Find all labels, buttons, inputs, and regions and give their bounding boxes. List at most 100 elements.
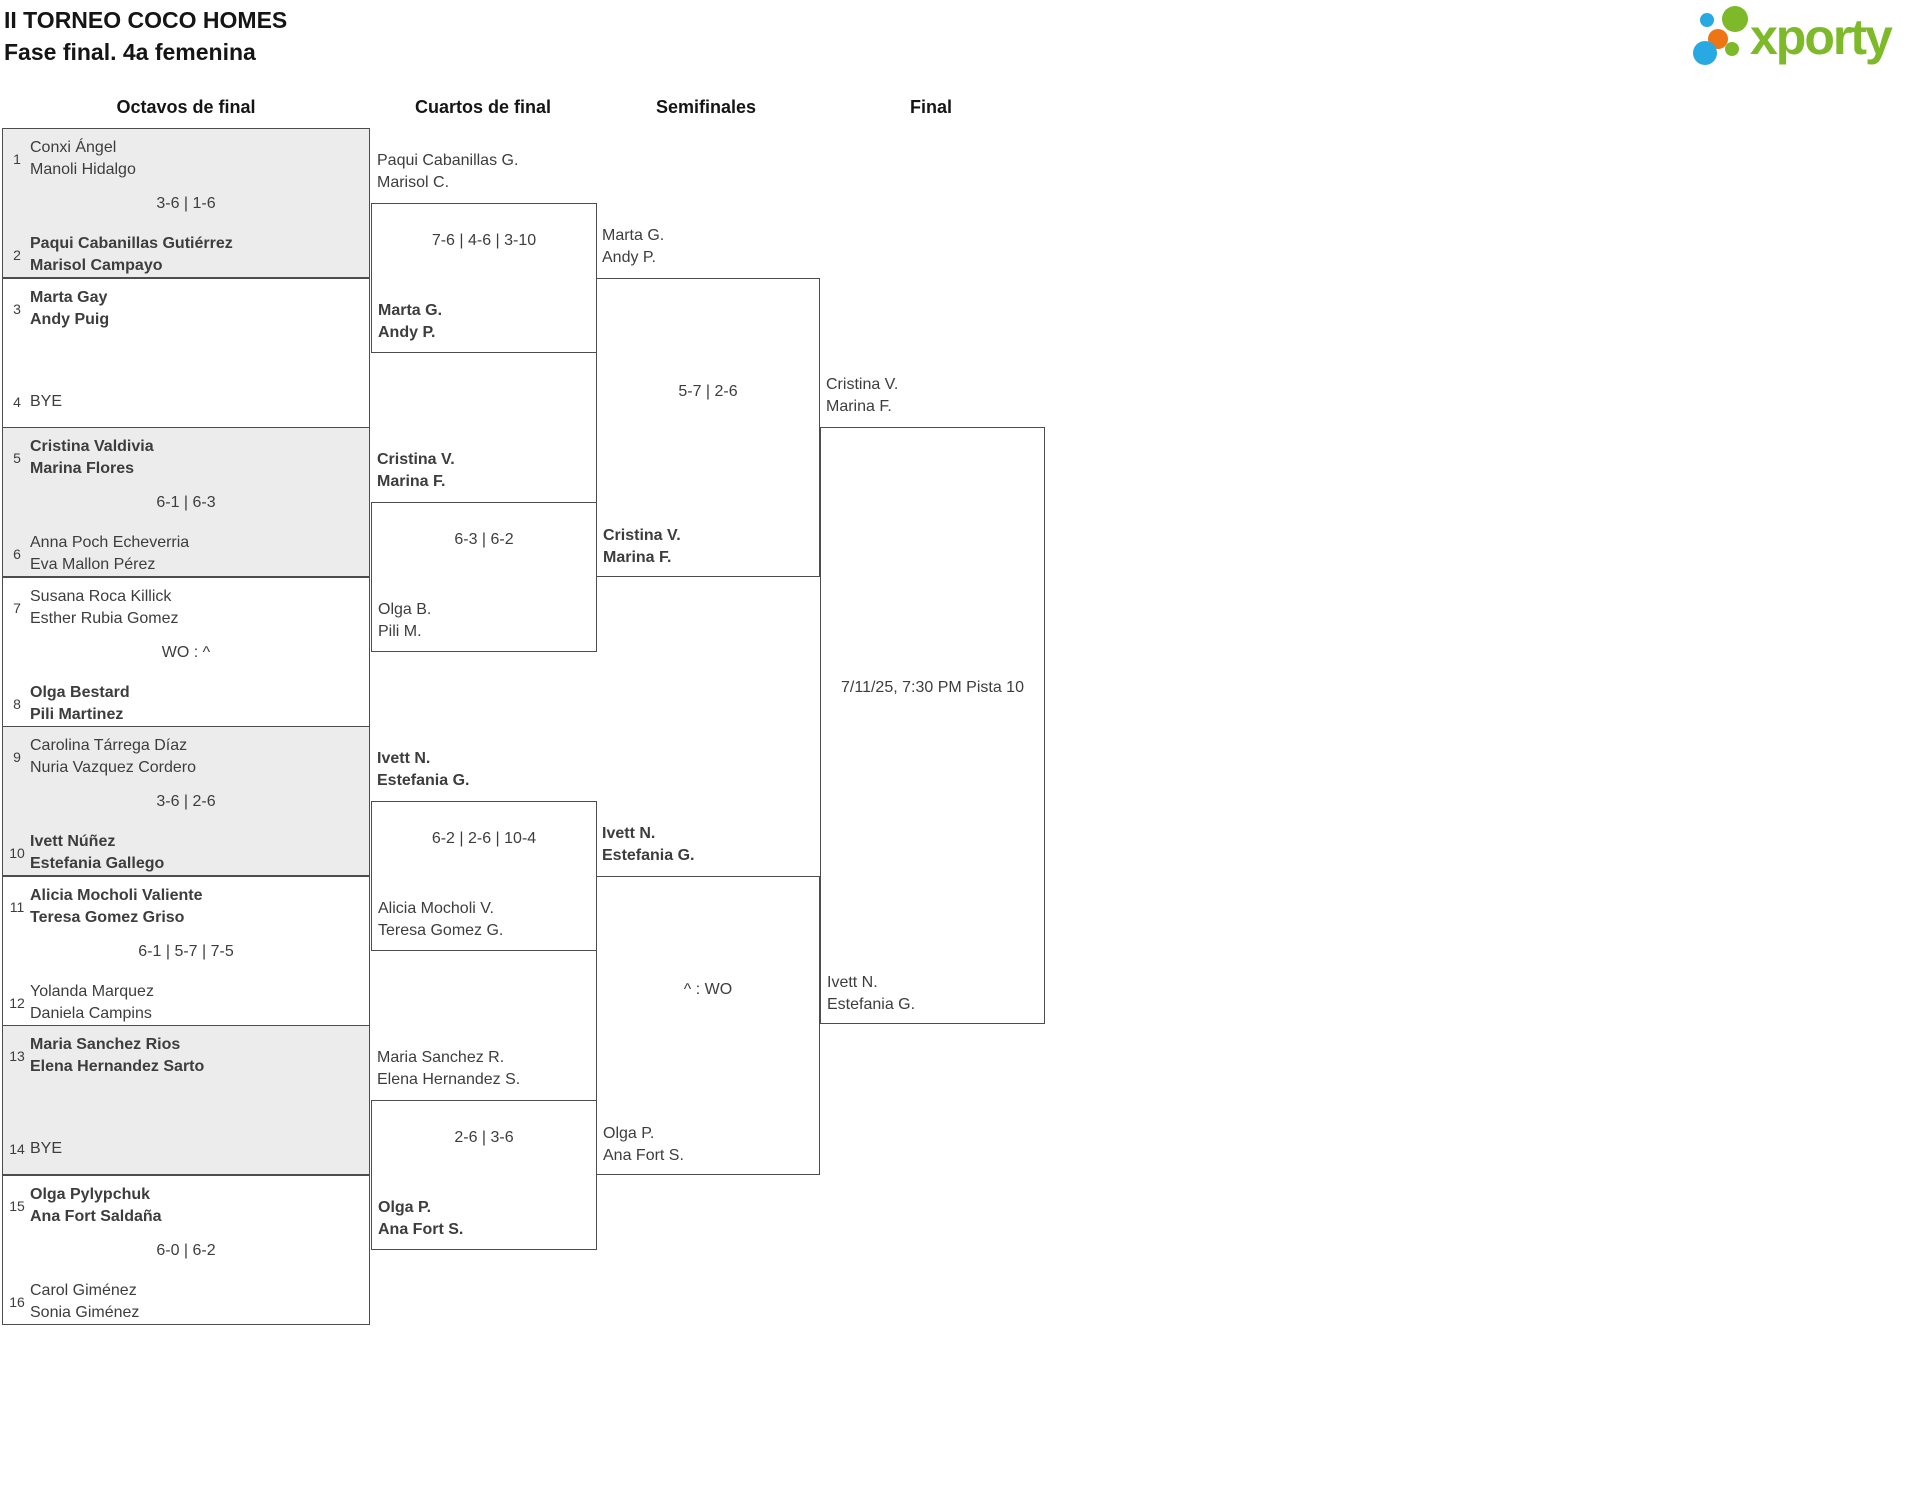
team-name-line: Daniela Campins [30, 1004, 152, 1022]
team-entry: 12 Yolanda Marquez Daniela Campins [7, 981, 365, 1025]
team-name-line: Cristina V. [377, 450, 455, 468]
team-names: Ivett N. Estefania G. [827, 972, 915, 1016]
team-entry: 7 Susana Roca Killick Esther Rubia Gomez [7, 586, 365, 630]
team-name-line: Olga P. [378, 1199, 432, 1216]
team-name-line: Cristina V. [826, 376, 899, 393]
team-names: BYE [30, 1138, 62, 1160]
team-name-line: Ana Fort S. [378, 1221, 464, 1238]
match-score: 3-6 | 2-6 [156, 793, 216, 810]
seed-number: 12 [9, 994, 25, 1011]
team-name-line: Carolina Tárrega Díaz [30, 737, 188, 754]
seed-number: 14 [9, 1141, 25, 1157]
qf3-team-a-label: Ivett N. Estefania G. [377, 748, 469, 792]
team-names: Carol Giménez Sonia Giménez [30, 1280, 139, 1324]
match-score: 6-1 | 6-3 [156, 494, 216, 511]
team-entry: 13 Maria Sanchez Rios Elena Hernandez Sa… [7, 1034, 365, 1078]
team-entry-bye: 14 BYE [7, 1138, 365, 1160]
team-name-line: Manoli Hidalgo [30, 161, 136, 178]
team-names: Ivett N. Estefania G. [602, 823, 694, 867]
team-entry: 15 Olga Pylypchuk Ana Fort Saldaña [7, 1184, 365, 1228]
sf1-team-b-label: Cristina V. Marina F. [603, 525, 681, 569]
team-names: Carolina Tárrega Díaz Nuria Vazquez Cord… [30, 735, 196, 779]
team-name-line: Estefania G. [602, 846, 695, 864]
xporty-logo[interactable] [1690, 2, 1918, 68]
match-box-qf-3: 6-2 | 2-6 | 10-4 Alicia Mocholi V. Teres… [371, 801, 597, 951]
qf1-team-a-label: Paqui Cabanillas G. Marisol C. [377, 150, 518, 194]
team-names: Yolanda Marquez Daniela Campins [30, 981, 154, 1025]
team-names: Maria Sanchez R. Elena Hernandez S. [377, 1047, 520, 1091]
match-score: 3-6 | 1-6 [156, 195, 216, 212]
match-score: 5-7 | 2-6 [678, 382, 738, 400]
team-names: Alicia Mocholi Valiente Teresa Gomez Gri… [30, 885, 203, 929]
team-name-line: Marisol C. [377, 174, 450, 191]
match-score: 6-2 | 2-6 | 10-4 [431, 830, 537, 847]
seed-number: 3 [13, 300, 21, 317]
team-name-line: Estefania G. [827, 996, 916, 1013]
round-header-octavos: Octavos de final [116, 97, 256, 117]
team-name-line: Andy P. [378, 324, 436, 341]
team-name-line: Cristina V. [603, 526, 681, 544]
team-name-line: Nuria Vazquez Cordero [30, 759, 197, 776]
team-name-line: Ivett Núñez [30, 833, 116, 850]
seed-number: 2 [13, 247, 21, 263]
seed-number: 15 [9, 1197, 25, 1214]
team-entry: 6 Anna Poch Echeverria Eva Mallon Pérez [7, 532, 365, 576]
team-name-line: Alicia Mocholi V. [378, 900, 494, 917]
team-name-line: Sonia Giménez [30, 1303, 140, 1321]
team-name-line: Olga B. [378, 600, 432, 618]
match-box-r16-1: 1 Conxi Ángel Manoli Hidalgo 3-6 | 1-6 2… [2, 128, 370, 278]
seed-number: 16 [9, 1293, 25, 1310]
team-names: Susana Roca Killick Esther Rubia Gomez [30, 586, 179, 630]
team-name-line: Cristina Valdivia [30, 438, 154, 455]
team-name-line: Susana Roca Killick [30, 587, 172, 605]
team-names: Marta Gay Andy Puig [30, 287, 109, 331]
match-score: 6-1 | 5-7 | 7-5 [138, 942, 234, 960]
qf4-team-a-label: Maria Sanchez R. Elena Hernandez S. [377, 1047, 520, 1091]
tournament-title: II TORNEO COCO HOMES [4, 7, 288, 33]
seed-number: 5 [13, 450, 21, 466]
team-name-line: Marina Flores [30, 460, 135, 477]
team-entry: 5 Cristina Valdivia Marina Flores [7, 436, 365, 480]
team-name-line: Marta G. [378, 302, 443, 319]
sf2-team-a-label: Ivett N. Estefania G. [602, 823, 694, 867]
team-name-line: Olga Pylypchuk [30, 1185, 151, 1203]
team-name-line: Teresa Gomez Griso [30, 908, 185, 926]
team-names: Cristina V. Marina F. [603, 525, 681, 569]
final-schedule: 7/11/25, 7:30 PM Pista 10 [841, 679, 1024, 696]
match-box-r16-5: 9 Carolina Tárrega Díaz Nuria Vazquez Co… [2, 726, 370, 876]
team-name-line: Paqui Cabanillas Gutiérrez [30, 235, 233, 252]
team-name-line: Marta Gay [30, 288, 108, 306]
team-names: Conxi Ángel Manoli Hidalgo [30, 137, 136, 181]
team-name-line: Ana Fort S. [603, 1146, 684, 1164]
team-entry: 1 Conxi Ángel Manoli Hidalgo [7, 137, 365, 181]
team-name-line: Teresa Gomez G. [378, 922, 504, 939]
team-name-line: Estefania Gallego [30, 855, 165, 872]
team-entry: 2 Paqui Cabanillas Gutiérrez Marisol Cam… [7, 233, 365, 277]
sf1-team-a-label: Marta G. Andy P. [602, 225, 664, 269]
team-names: Ivett Núñez Estefania Gallego [30, 831, 164, 875]
match-box-qf-1: 7-6 | 4-6 | 3-10 Marta G. Andy P. [371, 203, 597, 353]
team-names: Olga B. Pili M. [378, 599, 431, 643]
team-entry: 16 Carol Giménez Sonia Giménez [7, 1280, 365, 1324]
team-names: Olga Pylypchuk Ana Fort Saldaña [30, 1184, 162, 1228]
team-entry: 10 Ivett Núñez Estefania Gallego [7, 831, 365, 875]
seed-number: 6 [13, 546, 21, 562]
match-score: 6-3 | 6-2 [454, 530, 514, 548]
qf2-team-b-label: Olga B. Pili M. [378, 599, 431, 643]
team-entry: 11 Alicia Mocholi Valiente Teresa Gomez … [7, 885, 365, 929]
qf1-team-b-label: Marta G. Andy P. [378, 300, 442, 344]
team-name-line: Maria Sanchez R. [377, 1049, 505, 1066]
match-box-qf-2: 6-3 | 6-2 Olga B. Pili M. [371, 501, 597, 652]
qf4-team-b-label: Olga P. Ana Fort S. [378, 1197, 463, 1241]
team-name-line: BYE [30, 1140, 63, 1157]
match-box-qf-4: 2-6 | 3-6 Olga P. Ana Fort S. [371, 1100, 597, 1250]
team-entry: 8 Olga Bestard Pili Martinez [7, 682, 365, 726]
team-entry-bye: 4 BYE [7, 391, 365, 413]
logo-dot-blue-small [1700, 13, 1714, 27]
round-header-semifinales: Semifinales [655, 97, 757, 117]
team-name-line: Carol Giménez [30, 1281, 137, 1299]
match-box-r16-6: 11 Alicia Mocholi Valiente Teresa Gomez … [2, 875, 370, 1026]
team-names: Marta G. Andy P. [602, 225, 664, 269]
logo-dot-green-large [1722, 6, 1748, 32]
team-name-line: Marina F. [826, 398, 892, 415]
